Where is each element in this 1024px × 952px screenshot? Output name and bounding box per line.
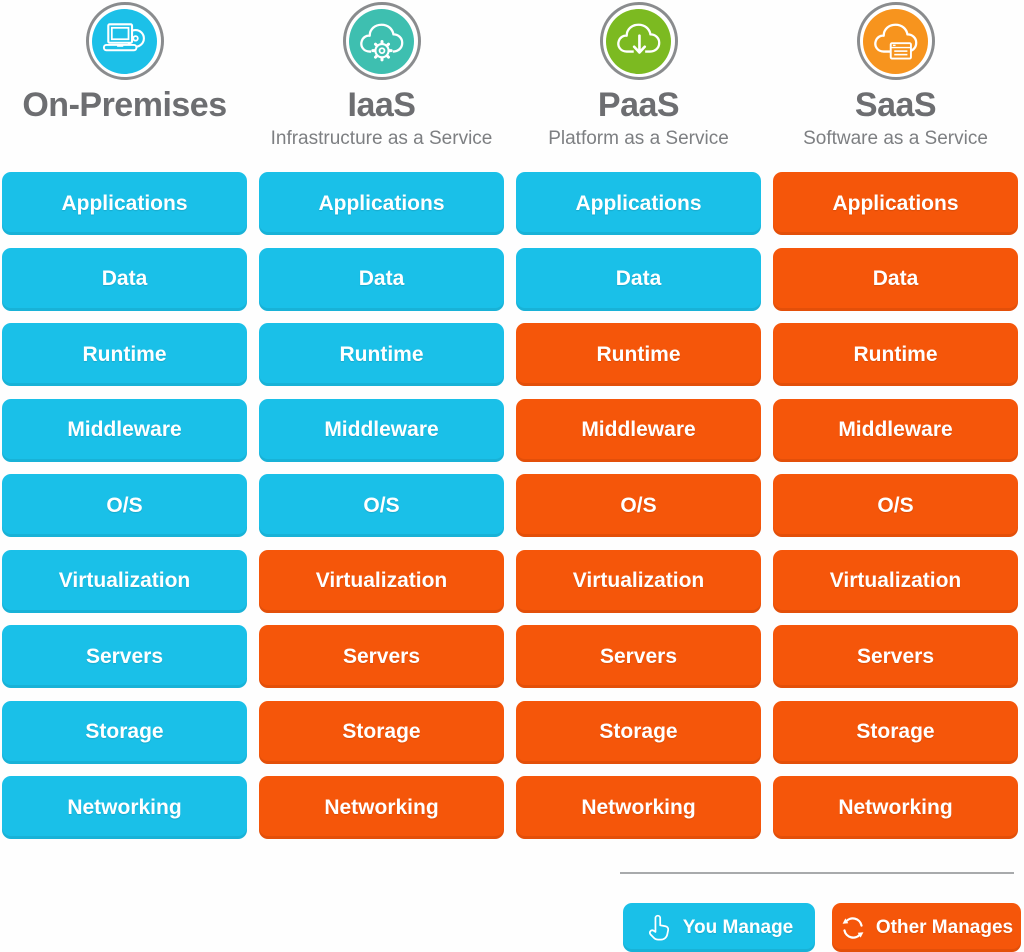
laptop-icon bbox=[102, 23, 145, 52]
legend-other-manages-label: Other Manages bbox=[875, 916, 1014, 938]
cell-servers: Servers bbox=[2, 625, 247, 688]
cell-runtime: Runtime bbox=[773, 323, 1018, 386]
stack-cells: Applications Data Runtime Middleware O/S… bbox=[2, 172, 247, 839]
cell-runtime: Runtime bbox=[2, 323, 247, 386]
cloud-download-icon bbox=[616, 23, 660, 56]
pointing-hand-icon bbox=[648, 914, 669, 940]
cell-networking: Networking bbox=[516, 776, 761, 839]
column-iaas: IaaS Infrastructure as a Service Applica… bbox=[259, 0, 504, 952]
cell-storage: Storage bbox=[516, 700, 761, 764]
column-header: SaaS Software as a Service bbox=[773, 0, 1018, 150]
cell-virtualization: Virtualization bbox=[773, 549, 1018, 613]
cell-storage: Storage bbox=[2, 700, 247, 764]
cell-data: Data bbox=[516, 247, 761, 311]
icon-ring bbox=[342, 2, 421, 80]
cell-middleware: Middleware bbox=[516, 398, 761, 462]
legend-you-manage: You Manage bbox=[623, 903, 815, 952]
column-subtitle: Platform as a Service bbox=[548, 128, 729, 150]
cell-virtualization: Virtualization bbox=[259, 549, 504, 613]
cloud-app-icon bbox=[873, 23, 917, 60]
cell-os: O/S bbox=[516, 474, 761, 537]
cell-applications: Applications bbox=[516, 172, 761, 235]
stack-cells: Applications Data Runtime Middleware O/S… bbox=[773, 172, 1018, 839]
cell-storage: Storage bbox=[259, 700, 504, 764]
cell-os: O/S bbox=[2, 474, 247, 537]
cell-applications: Applications bbox=[773, 172, 1018, 235]
cell-data: Data bbox=[2, 247, 247, 311]
column-header: On-Premises bbox=[2, 0, 247, 128]
icon-circle bbox=[606, 8, 671, 74]
column-paas: PaaS Platform as a Service Applications … bbox=[516, 0, 761, 952]
icon-circle bbox=[92, 8, 157, 74]
column-title: SaaS bbox=[854, 86, 937, 124]
cell-runtime: Runtime bbox=[516, 323, 761, 386]
cell-servers: Servers bbox=[516, 625, 761, 688]
cell-middleware: Middleware bbox=[259, 398, 504, 462]
column-title: IaaS bbox=[347, 86, 416, 124]
stack-cells: Applications Data Runtime Middleware O/S… bbox=[259, 172, 504, 839]
cell-os: O/S bbox=[259, 474, 504, 537]
legend-you-manage-label: You Manage bbox=[682, 916, 794, 938]
column-header: IaaS Infrastructure as a Service bbox=[259, 0, 504, 150]
cloud-gear-icon bbox=[359, 23, 403, 62]
column-subtitle: Software as a Service bbox=[803, 128, 988, 150]
cell-runtime: Runtime bbox=[259, 323, 504, 386]
cell-networking: Networking bbox=[773, 776, 1018, 839]
column-header: PaaS Platform as a Service bbox=[516, 0, 761, 150]
cell-networking: Networking bbox=[2, 776, 247, 839]
column-title: On-Premises bbox=[22, 86, 227, 124]
cell-data: Data bbox=[259, 247, 504, 311]
column-on-premises: On-Premises Applications Data Runtime Mi… bbox=[2, 0, 247, 952]
icon-ring bbox=[599, 2, 678, 80]
icon-circle bbox=[349, 8, 414, 74]
cell-servers: Servers bbox=[773, 625, 1018, 688]
stack-cells: Applications Data Runtime Middleware O/S… bbox=[516, 172, 761, 839]
column-subtitle: Infrastructure as a Service bbox=[270, 128, 493, 150]
cell-networking: Networking bbox=[259, 776, 504, 839]
icon-ring bbox=[856, 2, 935, 80]
refresh-arrows-icon bbox=[842, 916, 864, 939]
column-title: PaaS bbox=[597, 86, 680, 124]
cell-virtualization: Virtualization bbox=[2, 549, 247, 613]
cell-storage: Storage bbox=[773, 700, 1018, 764]
icon-ring bbox=[85, 2, 164, 80]
icon-circle bbox=[863, 8, 928, 74]
column-saas: SaaS Software as a Service Applications … bbox=[773, 0, 1018, 952]
cell-virtualization: Virtualization bbox=[516, 549, 761, 613]
cell-os: O/S bbox=[773, 474, 1018, 537]
cell-applications: Applications bbox=[259, 172, 504, 235]
cell-middleware: Middleware bbox=[773, 398, 1018, 462]
legend-divider bbox=[620, 872, 1014, 874]
cell-data: Data bbox=[773, 247, 1018, 311]
legend-other-manages: Other Manages bbox=[832, 903, 1021, 952]
cell-applications: Applications bbox=[2, 172, 247, 235]
cell-servers: Servers bbox=[259, 625, 504, 688]
cell-middleware: Middleware bbox=[2, 398, 247, 462]
